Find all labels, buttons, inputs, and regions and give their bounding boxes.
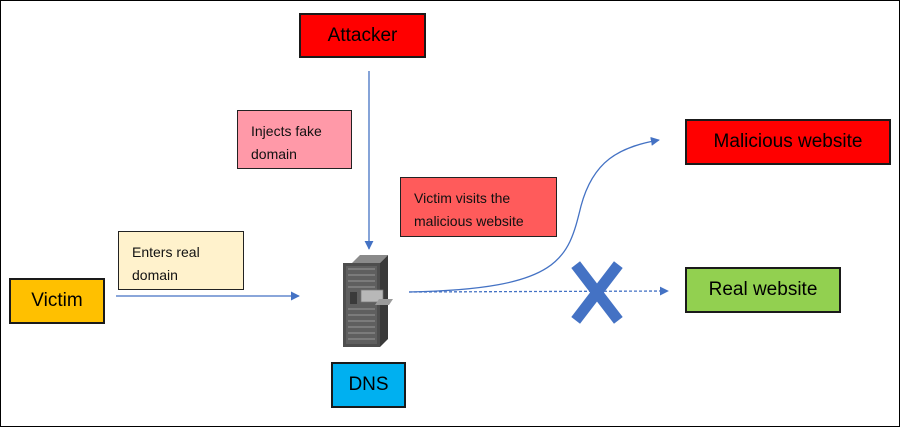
x-mark-icon [571,261,623,324]
visit-note-line1: Victim visits the [414,190,511,206]
inject-note-line2: domain [251,146,297,162]
enter-note: Enters real domain [118,231,244,290]
malicious-website-label: Malicious website [713,131,863,152]
enter-note-line1: Enters real [132,244,200,260]
server-icon [343,255,393,347]
dns-node: DNS [331,362,406,408]
real-website-label: Real website [708,279,818,300]
attacker-label: Attacker [327,24,398,46]
visit-note-line2: malicious website [414,213,524,229]
visit-note: Victim visits the malicious website [400,177,557,237]
arrow-dns-to-malicious [408,136,660,293]
real-website-node: Real website [685,267,841,313]
arrow-dns-to-real-dashed [408,286,669,296]
inject-note-line1: Injects fake [251,123,322,139]
dns-label: DNS [348,374,389,395]
victim-node: Victim [9,278,105,324]
victim-label: Victim [31,290,83,311]
enter-note-line2: domain [132,267,178,283]
inject-note: Injects fake domain [237,110,352,169]
malicious-website-node: Malicious website [685,119,891,165]
attacker-node: Attacker [299,13,426,58]
